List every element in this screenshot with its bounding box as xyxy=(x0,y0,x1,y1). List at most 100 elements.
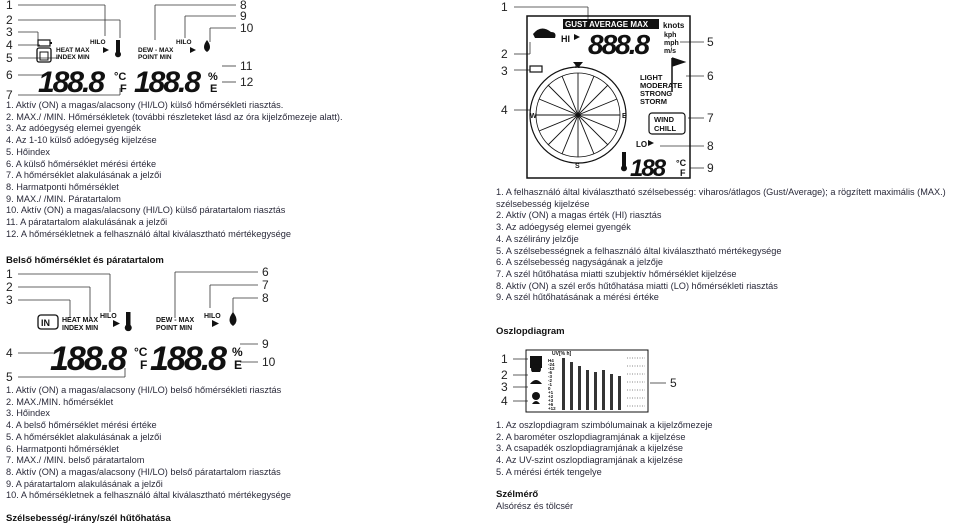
callout-8: 8 xyxy=(707,139,714,153)
callout-6: 6 xyxy=(6,68,13,82)
row-label: -6 xyxy=(548,370,552,375)
list-item: 3. Az adóegység elemei gyengék xyxy=(496,222,631,233)
indoor-house-icon xyxy=(37,314,59,330)
compass-w: W xyxy=(530,113,537,120)
outdoor-lcd-figure: 1 2 3 4 5 6 7 8 9 10 11 12 H xyxy=(6,0,254,102)
unit-c: °C xyxy=(114,71,126,83)
list-item: 5. A hőmérséklet alakulásának a jelzői xyxy=(6,431,162,442)
unit-e: E xyxy=(234,358,242,372)
list-item: 11. A páratartalom alakulásának a jelzői xyxy=(6,217,168,228)
list-item: 12. A hőmérsékletnek a felhasználó által… xyxy=(6,228,291,239)
hilo-label-2: HILO xyxy=(176,39,192,46)
barometer-icon xyxy=(531,363,541,372)
heat-max-label: HEAT MAX xyxy=(56,47,90,54)
outdoor-humidity-digits: 188.8 xyxy=(134,66,201,99)
list-item: 8. Harmatponti hőmérséklet xyxy=(6,181,119,192)
list-item: 9. A szél hűtőhatásának a mérési értéke xyxy=(496,292,659,303)
thermometer-icon xyxy=(115,40,122,58)
unit-mph: mph xyxy=(664,40,679,47)
gust-average-max-label: GUST AVERAGE MAX xyxy=(565,20,649,29)
wind-flag-icon xyxy=(671,57,687,92)
list-item: 1. Az oszlopdiagram szimbólumainak a kij… xyxy=(496,420,713,430)
callout-1: 1 xyxy=(6,0,13,12)
row-label: 0 xyxy=(548,386,551,391)
wind-label: WIND xyxy=(654,115,675,124)
index-min-label: INDEX MIN xyxy=(56,54,90,61)
compass-e: E xyxy=(622,113,627,120)
alarm-bell-icon-2 xyxy=(190,47,196,53)
callout-9: 9 xyxy=(240,9,247,23)
callout-1: 1 xyxy=(501,352,508,366)
callout-2: 2 xyxy=(6,280,13,294)
row-label: H4 xyxy=(548,358,554,363)
row-label: +6 xyxy=(548,402,554,407)
indoor-humidity-digits: 188.8 xyxy=(150,340,227,378)
beaufort-moderate: MODERATE xyxy=(640,81,682,90)
list-item: 7. A szél hűtőhatása miatti szubjektív h… xyxy=(496,268,737,279)
list-item: 7. MAX./ /MIN. belső páratartalom xyxy=(6,455,145,466)
bargraph-lcd-figure: 1 2 3 4 5 UV[% h] H4 -24 -12 -6 -3 -2 -1… xyxy=(501,349,677,413)
row-label: -1 xyxy=(548,382,552,387)
outdoor-temp-digits: 188.8 xyxy=(38,66,105,99)
compass-rose: N E S W xyxy=(529,62,627,170)
hilo-label-2: HILO xyxy=(204,313,221,320)
anemometer-subtitle: Alsórész és tölcsér xyxy=(496,501,574,511)
callout-7: 7 xyxy=(6,88,13,102)
dew-max-label: DEW - MAX xyxy=(156,317,194,324)
list-item: 2. MAX./ /MIN. Hőmérsékletek (további ré… xyxy=(6,111,343,122)
callout-10: 10 xyxy=(240,21,254,35)
callout-7: 7 xyxy=(262,278,269,292)
rain-cloud-icon xyxy=(530,380,542,384)
beaufort-strong: STRONG xyxy=(640,89,672,98)
indoor-in-label: IN xyxy=(41,318,50,328)
callout-1: 1 xyxy=(501,0,508,14)
callout-11: 11 xyxy=(240,59,253,73)
unit-f: F xyxy=(140,358,147,372)
list-item: 2. MAX./MIN. hőmérséklet xyxy=(6,396,114,407)
compass-n: N xyxy=(575,63,580,70)
wind-speed-digits: 888.8 xyxy=(588,29,650,60)
weather-icon xyxy=(532,401,540,404)
wind-chill-digits: 188 xyxy=(630,155,667,182)
alarm-bell-icon xyxy=(103,47,109,53)
callout-3: 3 xyxy=(6,25,13,39)
callout-10: 10 xyxy=(262,355,276,369)
list-item: 8. Aktív (ON) a magas/alacsony (HI/LO) b… xyxy=(6,466,281,477)
row-label: +12 xyxy=(548,406,556,411)
row-label: -3 xyxy=(548,374,552,379)
unit-f: F xyxy=(680,168,686,178)
alarm-bell-icon-2 xyxy=(648,140,654,146)
unit-f: F xyxy=(120,83,127,95)
list-item: 6. A szélsebesség nagyságának a jelzője xyxy=(496,257,664,268)
row-label: +1 xyxy=(548,390,554,395)
list-item: 5. Hőindex xyxy=(6,146,50,157)
list-item: 3. A csapadék oszlopdiagramjának a kijel… xyxy=(496,443,683,454)
callout-4: 4 xyxy=(6,38,13,52)
point-min-label: POINT MIN xyxy=(156,325,192,332)
list-item: 7. A hőmérséklet alakulásának a jelzői xyxy=(6,170,162,181)
list-item: 8. Aktív (ON) a szél erős hűtőhatása mia… xyxy=(496,280,778,291)
unit-kph: kph xyxy=(664,32,676,39)
list-item: 10. Aktív (ON) a magas/alacsony (HI/LO) … xyxy=(6,205,286,216)
hilo-label: HILO xyxy=(90,39,106,46)
wind-legend-list: 1. A felhasználó által kiválasztható szé… xyxy=(496,187,956,304)
alarm-bell-icon-2 xyxy=(212,320,219,327)
humidity-drop-icon xyxy=(204,40,210,52)
row-label: -12 xyxy=(548,366,555,371)
list-item: 1. A felhasználó által kiválasztható szé… xyxy=(496,187,946,209)
list-item: 1. Aktív (ON) a magas/alacsony (HI/LO) k… xyxy=(6,100,284,110)
row-label: +2 xyxy=(548,394,554,399)
anemometer-heading: Szélmérő xyxy=(496,489,539,500)
callout-3: 3 xyxy=(501,64,508,78)
list-item: 6. Harmatponti hőmérséklet xyxy=(6,443,119,454)
lo-label: LO xyxy=(636,140,647,149)
bargraph-section-heading: Oszlopdiagram xyxy=(496,326,565,337)
callout-4: 4 xyxy=(501,394,508,408)
heat-max-label: HEAT MAX xyxy=(62,317,98,324)
humidity-drop-icon xyxy=(229,312,237,326)
callout-1: 1 xyxy=(6,267,13,281)
uv-sun-icon xyxy=(532,392,540,400)
wind-lcd-figure: 1 2 3 4 5 6 7 8 9 GUST AVERAGE MAX knots… xyxy=(501,0,714,182)
callout-3: 3 xyxy=(6,293,13,307)
